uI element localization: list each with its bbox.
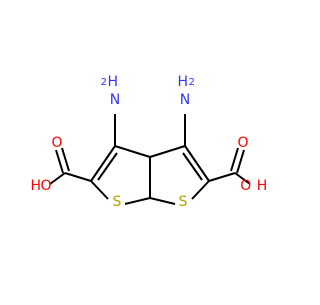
atom-oh-right-o: O xyxy=(240,178,251,194)
atom-n-right: H 2 N xyxy=(178,74,200,108)
atom-n-left-label: N xyxy=(110,92,120,108)
atom-h-left-amine: H xyxy=(108,74,119,90)
bond-c3a-c4 xyxy=(149,145,186,158)
bond-c3a-c3 xyxy=(114,145,151,158)
atom-oh-left-h: H xyxy=(31,178,42,194)
bond-c3-c2 xyxy=(90,145,116,182)
atom-s-left: S xyxy=(113,194,122,210)
atom-oh-left: H O xyxy=(31,178,52,194)
atom-oh-left-o: O xyxy=(40,178,51,194)
atom-oh-right-h: H xyxy=(257,178,268,194)
bond-c-o-dbl-left-b xyxy=(61,147,70,172)
atom-label-layer: H 2 N H 2 N S S O O H O O H xyxy=(31,74,268,210)
bond-c4-c5-inner xyxy=(182,152,203,181)
bond-c5-s6 xyxy=(191,180,210,200)
atom-o-dbl-right: O xyxy=(237,135,248,151)
atom-h-sub-left-amine: 2 xyxy=(101,77,107,88)
bond-layer xyxy=(49,114,251,205)
bond-c-oh-left xyxy=(49,172,66,185)
atom-o-dbl-left: O xyxy=(51,135,62,151)
bond-c-o-dbl-right-b xyxy=(230,147,239,172)
bond-c3-c2-inner xyxy=(97,152,118,181)
molecule-structure: H 2 N H 2 N S S O O H O O H xyxy=(31,74,268,210)
bond-s6-c6a xyxy=(149,197,176,205)
bond-c-o-dbl-right-a xyxy=(236,149,245,174)
bond-c5-cooh-right xyxy=(208,172,236,182)
bond-c4-c5 xyxy=(184,145,210,182)
molecule-diagram: H 2 N H 2 N S S O O H O O H xyxy=(31,74,268,210)
bond-c-oh-right xyxy=(234,172,251,185)
atom-h-sub-right-amine: 2 xyxy=(189,77,195,88)
bond-s1-c6a xyxy=(124,197,151,205)
atom-oh-right: O H xyxy=(240,178,267,194)
bond-c2-s1 xyxy=(90,180,109,200)
atom-s-right: S xyxy=(179,194,188,210)
bond-c2-cooh-left xyxy=(64,172,92,182)
atom-h-right-amine: H xyxy=(178,74,189,90)
atom-n-left: H 2 N xyxy=(101,74,123,108)
atom-n-right-label: N xyxy=(180,92,190,108)
bond-c-o-dbl-left-a xyxy=(55,149,64,174)
